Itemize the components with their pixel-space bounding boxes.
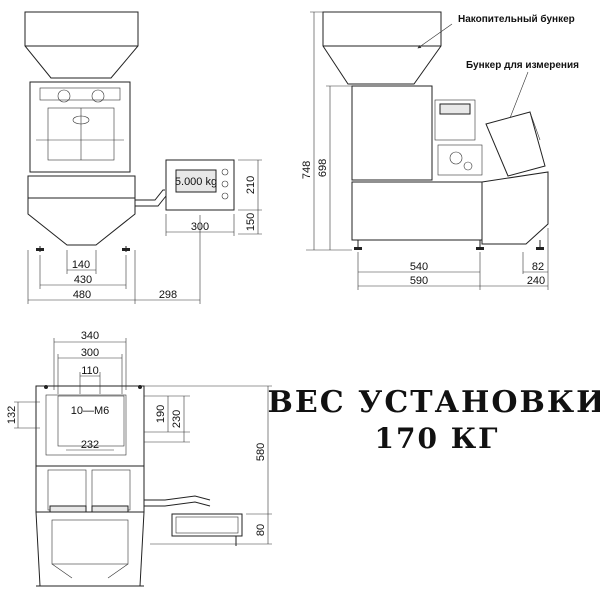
machine-upper-front <box>29 81 131 173</box>
dim-340: 340 <box>81 330 99 342</box>
dim-132: 132 <box>6 406 18 424</box>
top-view: 340 300 110 10—M6 232 132 190 230 580 <box>6 330 272 587</box>
dim-298: 298 <box>159 289 177 301</box>
dim-540: 540 <box>410 261 428 273</box>
control-panel-top <box>171 513 243 537</box>
machine-base-side <box>351 181 483 241</box>
weight-line-1: ВЕС УСТАНОВКИ <box>268 385 600 420</box>
dim-190: 190 <box>155 405 167 423</box>
dim-210: 210 <box>245 176 257 194</box>
dim-82: 82 <box>532 261 544 273</box>
dim-110: 110 <box>81 365 99 377</box>
weighing-hopper <box>485 111 546 177</box>
callout-storage-hopper: Накопительный бункер <box>458 13 575 25</box>
weight-line-2: 170 КГ <box>375 422 500 455</box>
dim-150: 150 <box>245 213 257 231</box>
side-view: Накопительный бункер Бункер для измерени… <box>301 11 579 290</box>
control-display <box>175 169 217 193</box>
callout-weighing-hopper: Бункер для измерения <box>466 60 579 71</box>
dim-480: 480 <box>73 289 91 301</box>
dim-230: 230 <box>171 410 183 428</box>
storage-hopper-front <box>24 11 139 79</box>
weight-block: ВЕС УСТАНОВКИ 170 КГ <box>268 385 600 455</box>
dim-80: 80 <box>255 524 267 536</box>
dim-590: 590 <box>410 275 428 287</box>
top-frame <box>35 385 145 467</box>
dim-240: 240 <box>527 275 545 287</box>
dim-698: 698 <box>317 159 329 177</box>
front-view: 5.000 kg 140 430 480 298 300 210 150 <box>24 11 262 304</box>
holes-label: 10—M6 <box>71 405 110 417</box>
dim-748: 748 <box>301 161 313 179</box>
dim-300-top: 300 <box>81 347 99 359</box>
dim-430: 430 <box>74 274 92 286</box>
storage-hopper-side <box>322 11 442 85</box>
display-text: 5.000 kg <box>175 176 217 188</box>
dim-232: 232 <box>81 439 99 451</box>
dim-300-front: 300 <box>191 221 209 233</box>
machine-base-front <box>27 197 136 246</box>
dim-140: 140 <box>72 259 90 271</box>
dim-580: 580 <box>255 443 267 461</box>
